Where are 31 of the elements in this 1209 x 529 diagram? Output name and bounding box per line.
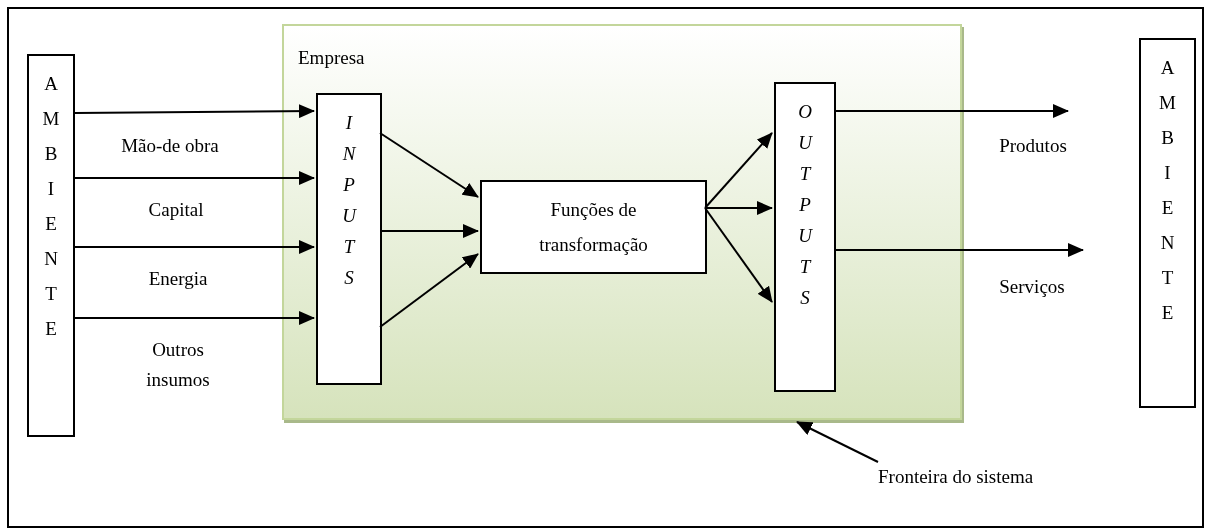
edge-label: Outros insumos <box>145 338 211 392</box>
arrow <box>833 243 1084 257</box>
vertical-label: INPUTS <box>342 111 356 290</box>
arrow <box>379 132 479 198</box>
vertical-label: OUTPUTS <box>798 100 812 310</box>
arrow <box>833 104 1069 118</box>
vertical-box <box>1139 38 1196 408</box>
arrow <box>379 224 479 238</box>
vertical-label: AMBIENTE <box>42 72 60 341</box>
edge-label: Serviços <box>998 275 1066 299</box>
edge-label: Mão-de obra <box>120 134 220 158</box>
group-title: Empresa <box>298 46 365 70</box>
arrow <box>704 207 773 303</box>
edge-label: Produtos <box>998 134 1068 158</box>
vertical-label: AMBIENTE <box>1159 56 1176 325</box>
arrow <box>74 171 315 185</box>
arrow <box>379 253 479 328</box>
edge-label: Energia <box>147 267 209 291</box>
vertical-box <box>27 54 75 437</box>
vertical-box <box>774 82 836 392</box>
arrow <box>796 421 879 463</box>
vertical-box <box>316 93 382 385</box>
arrow <box>74 240 315 254</box>
arrow <box>704 201 773 215</box>
process-box: Funções de transformação <box>480 180 707 274</box>
edge-label: Capital <box>147 198 205 222</box>
arrow <box>704 132 773 209</box>
arrow <box>74 311 315 325</box>
arrow <box>74 104 315 119</box>
note-text: Fronteira do sistema <box>878 462 1118 492</box>
system-boundary <box>282 24 962 420</box>
